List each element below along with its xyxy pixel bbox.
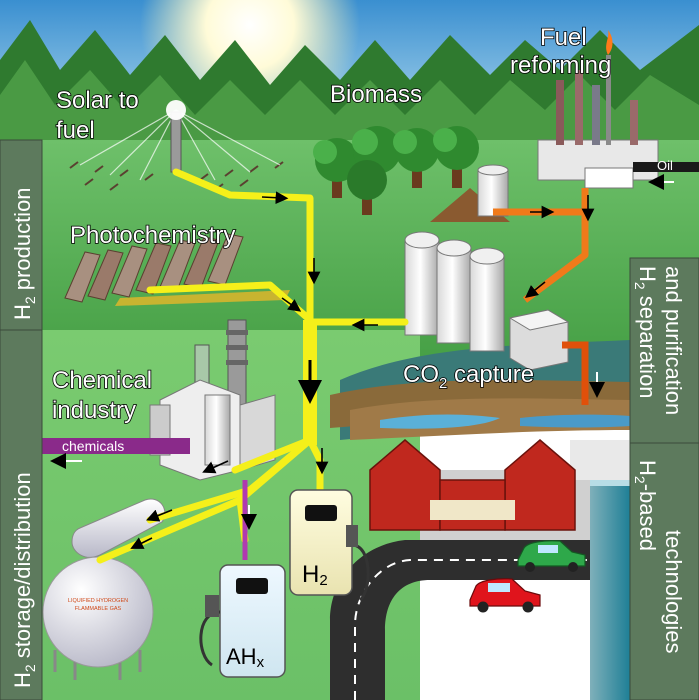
oil-pipe <box>633 162 699 172</box>
solar-panel-icon <box>64 233 290 306</box>
label-photochemistry: Photochemistry <box>70 222 235 249</box>
side-label-technologies-line2: technologies <box>661 530 686 654</box>
chemicals-flow <box>0 438 190 454</box>
silo-icon <box>477 164 509 217</box>
car-icon <box>517 540 586 572</box>
label-biomass: Biomass <box>330 81 422 108</box>
side-label-production: H2 production <box>10 187 38 320</box>
sidebar-production <box>0 139 43 331</box>
side-label-separation-line2: and purification <box>661 266 686 415</box>
h2-pump-label: H2 <box>302 561 328 589</box>
side-label-separation-line1: H2 separation <box>632 266 660 399</box>
sphere-tank-icon <box>42 556 154 680</box>
house-icon <box>369 439 576 531</box>
solar-rays <box>79 109 281 181</box>
label-chemical-line1: Chemical <box>52 367 152 394</box>
silo-icon <box>404 231 570 371</box>
lh2-label-line1: LIQUIFIED HYDROGEN <box>68 598 128 604</box>
geological-strata <box>330 340 630 440</box>
co2-pipe <box>562 341 589 405</box>
label-chemicals: chemicals <box>62 438 124 454</box>
car-icon <box>469 578 541 613</box>
label-oil: Oil <box>657 158 673 173</box>
fuel-pump-icon <box>289 489 370 602</box>
label-fuel-line2: reforming <box>510 52 611 79</box>
sidebar-technologies <box>629 442 699 700</box>
lh2-label-line2: FLAMMABLE GAS <box>75 606 122 612</box>
fuel-pump-icon <box>199 564 286 678</box>
building-icon <box>570 440 630 700</box>
road <box>330 540 610 700</box>
tank-icon <box>71 498 166 558</box>
label-fuel-line1: Fuel <box>540 24 587 51</box>
refinery-icon <box>537 30 659 189</box>
sidebar-storage <box>0 329 43 700</box>
side-label-storage: H2 storage/distribution <box>10 472 38 688</box>
label-solar-line2: fuel <box>56 117 95 144</box>
ahx-pump-label: AHx <box>226 644 265 671</box>
label-chemical-line2: industry <box>52 397 136 424</box>
label-co2-capture: CO2 capture <box>403 361 534 392</box>
tree-icon <box>313 126 479 215</box>
label-solar-line1: Solar to <box>56 87 139 114</box>
side-label-technologies-line1: H2-based <box>632 460 660 551</box>
flow-arrows <box>130 191 595 549</box>
